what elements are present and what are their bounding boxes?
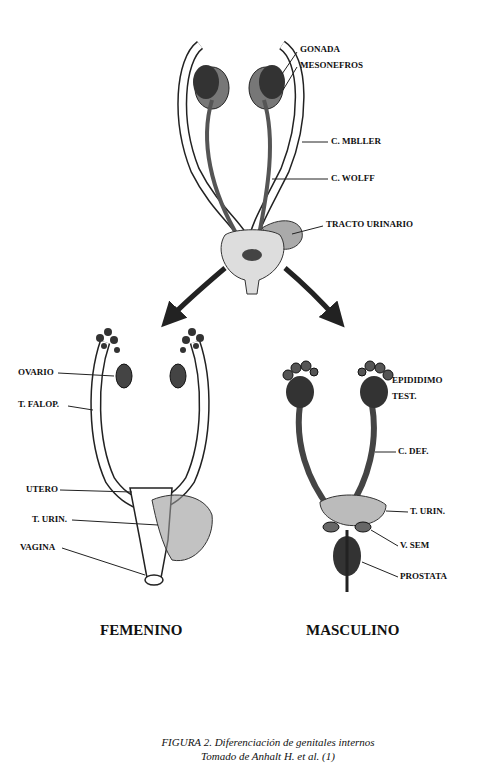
part-label: T. URIN. xyxy=(410,507,445,517)
part-label: C. DEF. xyxy=(398,447,428,457)
part-label: C. MBLLER xyxy=(331,137,381,147)
part-label: OVARIO xyxy=(18,368,54,378)
part-label: TEST. xyxy=(392,392,417,402)
part-label: PROSTATA xyxy=(400,572,447,582)
figure-caption: FIGURA 2. Diferenciación de genitales in… xyxy=(143,735,393,764)
part-label: EPIDIDIMO xyxy=(392,376,443,386)
part-label: C. WOLFF xyxy=(331,174,375,184)
part-label: V. SEM xyxy=(400,541,429,551)
part-label: T. FALOP. xyxy=(18,400,59,410)
part-label: GONADA xyxy=(300,45,340,55)
part-label: TRACTO URINARIO xyxy=(326,220,413,230)
part-label: MESONEFROS xyxy=(300,61,363,71)
sex-heading: FEMENINO xyxy=(100,622,183,639)
part-label: VAGINA xyxy=(20,543,55,553)
part-label: T. URIN. xyxy=(32,515,67,525)
sex-heading: MASCULINO xyxy=(306,622,399,639)
part-label: UTERO xyxy=(26,485,58,495)
